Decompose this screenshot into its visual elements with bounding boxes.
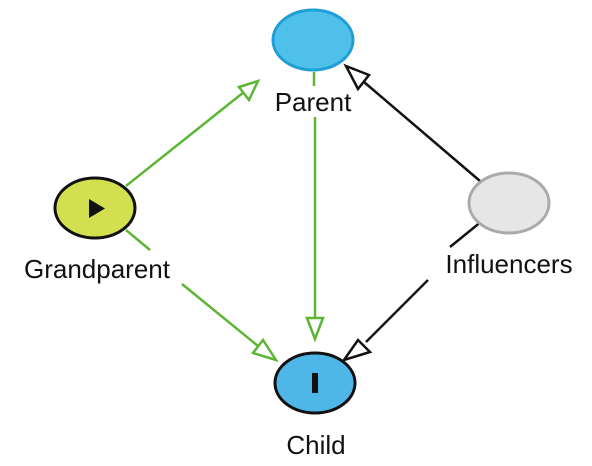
edge-line	[125, 91, 245, 187]
arrowhead-icon	[343, 63, 372, 92]
node-parent-shape	[271, 8, 355, 72]
node-influencers-label: Influencers	[445, 249, 572, 279]
arrowhead-icon	[250, 337, 279, 363]
edge-line	[363, 81, 481, 182]
node-parent-label: Parent	[275, 87, 352, 117]
node-influencers-shape	[467, 171, 551, 235]
edge-grandparent-to-child	[125, 229, 279, 363]
edges	[125, 63, 483, 363]
node-child[interactable]: Child	[273, 351, 357, 460]
edge-line	[125, 229, 151, 251]
node-influencers[interactable]: Influencers	[445, 171, 573, 279]
play-icon	[89, 199, 105, 218]
node-parent[interactable]: Parent	[271, 8, 355, 117]
arrowhead-icon	[236, 78, 261, 103]
pause-bar-icon	[312, 373, 318, 393]
edge-line	[181, 283, 259, 347]
edge-line	[365, 279, 429, 343]
edge-line	[449, 220, 483, 248]
edge-parent-to-child	[305, 72, 325, 343]
node-child-label: Child	[286, 430, 345, 460]
edge-influencers-to-child	[340, 220, 483, 363]
edge-influencers-to-parent	[343, 63, 481, 182]
arrowhead-icon	[340, 338, 373, 363]
node-grandparent-label: Grandparent	[24, 254, 171, 284]
node-grandparent[interactable]: Grandparent	[24, 176, 171, 284]
arrowhead-icon	[305, 316, 325, 343]
edge-grandparent-to-parent	[125, 78, 261, 187]
